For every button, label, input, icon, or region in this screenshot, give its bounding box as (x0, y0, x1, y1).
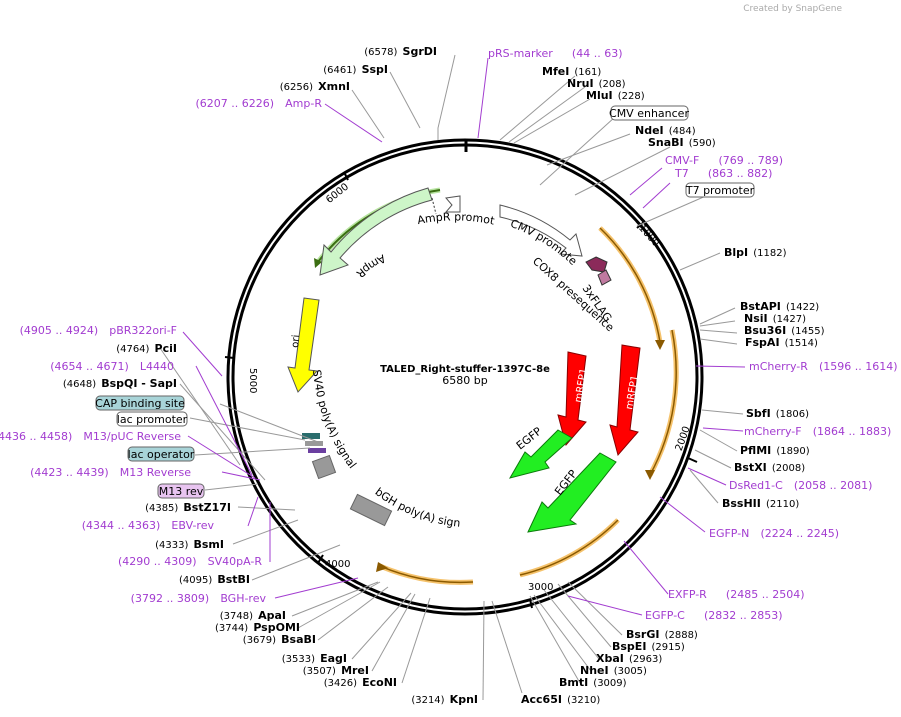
feature-bgh-polya (349, 493, 393, 527)
svg-text:EGFP-N (2224 .. 2245): EGFP-N (2224 .. 2245) (709, 522, 839, 541)
primer-lines (182, 57, 746, 616)
svg-text:(6578) SgrDI: (6578) SgrDI (364, 40, 437, 59)
svg-text:CAP binding site: CAP binding site (95, 397, 185, 410)
feature-ampr (319, 187, 437, 276)
feature-ampr-promoter (444, 195, 461, 213)
feature-ori (287, 297, 320, 393)
svg-text:NruI (208): NruI (208) (567, 72, 626, 91)
svg-text:(6256) XmnI: (6256) XmnI (280, 75, 350, 94)
svg-text:(4764) PciI: (4764) PciI (116, 337, 177, 356)
svg-text:(3214) KpnI: (3214) KpnI (411, 688, 478, 707)
svg-text:(4648) BspQI - SapI: (4648) BspQI - SapI (63, 372, 177, 391)
feature-label-ampr: AmpR (353, 252, 387, 281)
svg-text:BsrGI (2888): BsrGI (2888) (626, 623, 698, 642)
svg-text:BlpI (1182): BlpI (1182) (724, 241, 787, 260)
svg-text:BstXI (2008): BstXI (2008) (734, 456, 805, 475)
feature-egfp-b (527, 452, 617, 533)
svg-text:NdeI (484): NdeI (484) (635, 119, 696, 138)
svg-text:(3744) PspOMI: (3744) PspOMI (215, 616, 300, 635)
svg-text:XbaI (2963): XbaI (2963) (596, 647, 662, 666)
svg-text:(3426) EcoNI: (3426) EcoNI (324, 671, 397, 690)
tick-label-5000: 5000 (247, 368, 258, 393)
feature-label-sv40: SV40 poly(A) signal (310, 369, 359, 471)
svg-text:(4333) BsmI: (4333) BsmI (155, 533, 224, 552)
svg-text:EGFP-C (2832 .. 2853): EGFP-C (2832 .. 2853) (645, 604, 783, 623)
svg-text:FspAI (1514): FspAI (1514) (745, 331, 818, 350)
svg-text:lac promoter: lac promoter (117, 413, 188, 426)
feature-label-cmv-promoter: CMV promoter (0, 0, 580, 268)
svg-text:(4423 .. 4439) M13 Reverse: (4423 .. 4439) M13 Reverse (30, 461, 191, 480)
svg-text:MluI (228): MluI (228) (586, 84, 645, 103)
svg-text:CMV-F (769 .. 789): CMV-F (769 .. 789) (665, 149, 783, 168)
svg-text:(3679) BsaBI: (3679) BsaBI (243, 628, 316, 647)
svg-text:Bsu36I (1455): Bsu36I (1455) (744, 319, 825, 338)
svg-text:lac operator: lac operator (128, 448, 195, 461)
feature-cmv-promoter (499, 204, 583, 257)
svg-text:T7 promoter: T7 promoter (685, 184, 755, 197)
feature-mrfp1-a (557, 351, 587, 447)
svg-text:NsiI (1427): NsiI (1427) (744, 307, 806, 326)
svg-text:BstAPI (1422): BstAPI (1422) (740, 295, 819, 314)
svg-text:(4385) BstZ17I: (4385) BstZ17I (145, 496, 231, 515)
svg-text:EXFP-R (2485 .. 2504): EXFP-R (2485 .. 2504) (668, 583, 804, 602)
svg-text:(3533) EagI: (3533) EagI (282, 647, 347, 666)
plasmid-name: TALED_Right-stuffer-1397C-8e (380, 364, 550, 375)
svg-text:Acc65I (3210): Acc65I (3210) (521, 688, 600, 707)
svg-text:BspEI (2915): BspEI (2915) (612, 635, 685, 654)
svg-text:(3507) MreI: (3507) MreI (303, 659, 369, 678)
svg-text:NheI (3005): NheI (3005) (580, 659, 647, 678)
svg-text:MfeI (161): MfeI (161) (542, 60, 601, 79)
svg-text:pRS-marker (44 .. 63): pRS-marker (44 .. 63) (488, 42, 623, 61)
svg-text:PflMI (1890): PflMI (1890) (740, 439, 810, 458)
leader-lines (159, 54, 744, 701)
svg-text:(4654 .. 4671) L4440: (4654 .. 4671) L4440 (50, 355, 174, 374)
feature-cox8 (585, 256, 608, 273)
feature-label-ori: ori (290, 334, 302, 348)
svg-text:CMV enhancer: CMV enhancer (609, 107, 689, 120)
watermark-text: Created by SnapGene (743, 4, 842, 14)
svg-text:(3748) ApaI: (3748) ApaI (220, 604, 286, 623)
svg-text:(4290 .. 4309) SV40pA-R: (4290 .. 4309) SV40pA-R (118, 550, 262, 569)
svg-text:SbfI (1806): SbfI (1806) (746, 402, 809, 421)
tick-label-3000: 3000 (528, 582, 553, 593)
svg-text:T7 (863 .. 882): T7 (863 .. 882) (674, 162, 772, 181)
svg-text:(6207 .. 6226) Amp-R: (6207 .. 6226) Amp-R (196, 92, 323, 111)
feature-mrfp1-b (609, 344, 641, 457)
tick-label-4000: 4000 (325, 559, 350, 570)
svg-text:mCherry-R (1596 .. 1614): mCherry-R (1596 .. 1614) (749, 355, 898, 374)
svg-text:mCherry-F (1864 .. 1883): mCherry-F (1864 .. 1883) (744, 420, 891, 439)
svg-text:SnaBI (590): SnaBI (590) (648, 131, 716, 150)
enzyme-labels: (6578) SgrDI (6461) SspI (6256) XmnI Mfe… (63, 40, 825, 707)
feature-egfp-a (508, 429, 573, 479)
svg-text:(4436 .. 4458) M13/pUC Reverse: (4436 .. 4458) M13/pUC Reverse (0, 425, 181, 444)
svg-text:BssHII (2110): BssHII (2110) (722, 492, 799, 511)
svg-text:(6461) SspI: (6461) SspI (323, 58, 388, 77)
svg-text:(4905 .. 4924) pBR322ori-F: (4905 .. 4924) pBR322ori-F (20, 319, 177, 338)
feature-3xflag (597, 269, 612, 286)
primer-labels: pRS-marker (44 .. 63) (6207 .. 6226) Amp… (0, 42, 898, 623)
svg-text:DsRed1-C (2058 .. 2081): DsRed1-C (2058 .. 2081) (729, 474, 872, 493)
plasmid-length: 6580 bp (442, 374, 487, 387)
svg-text:(3792 .. 3809) BGH-rev: (3792 .. 3809) BGH-rev (131, 587, 267, 606)
feature-sv40-block (302, 433, 337, 480)
boxed-labels: CMV enhancer T7 promoter CAP binding sit… (95, 105, 755, 499)
svg-text:M13 rev: M13 rev (159, 485, 204, 498)
svg-text:(4344 .. 4363) EBV-rev: (4344 .. 4363) EBV-rev (82, 514, 215, 533)
svg-text:(4095) BstBI: (4095) BstBI (179, 568, 250, 587)
svg-text:BmtI (3009): BmtI (3009) (559, 671, 627, 690)
